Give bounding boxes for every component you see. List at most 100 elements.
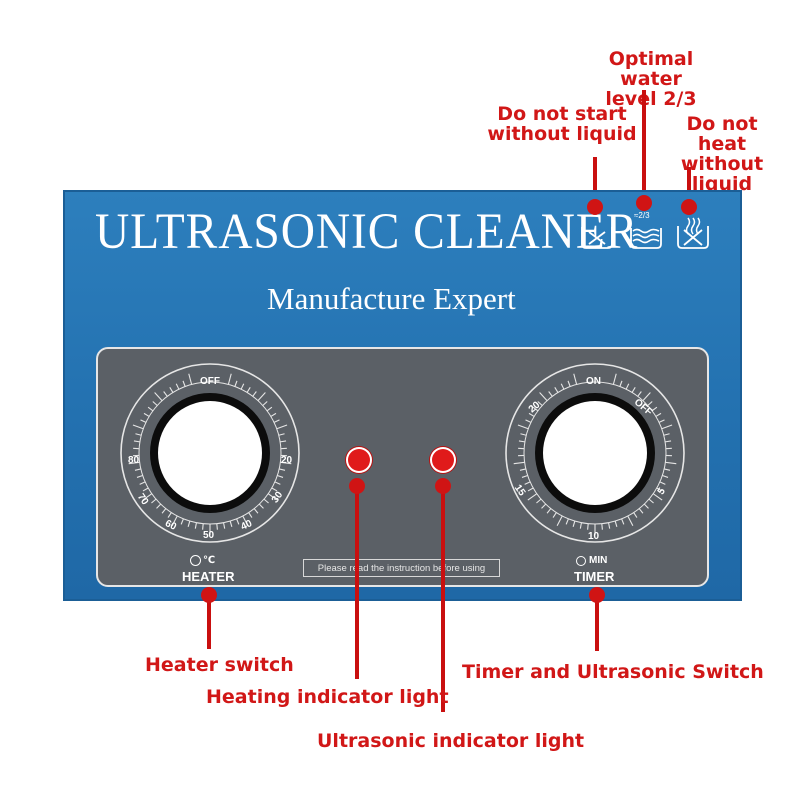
- dial-tick: [648, 498, 654, 504]
- dial-tick: [567, 380, 571, 387]
- dial-tick: [163, 391, 168, 397]
- dial-tick: [541, 503, 547, 509]
- dial-tick: [631, 387, 636, 393]
- timer-unit: MIN: [589, 555, 608, 566]
- dial-tick: [665, 461, 677, 465]
- dial-tick: [587, 523, 589, 530]
- heater-unit: ℃: [203, 555, 216, 566]
- dial-tick: [188, 373, 193, 385]
- leader-line-timer-switch: [595, 597, 599, 651]
- dial-tick: [519, 468, 526, 471]
- dial-tick: [664, 468, 671, 471]
- dial-tick: [621, 518, 625, 525]
- dial-tick: [579, 522, 582, 529]
- dial-tick: [156, 503, 162, 509]
- dial-tick: [521, 475, 528, 478]
- dial-tick: [517, 424, 529, 430]
- dial-tick: [267, 493, 278, 501]
- dial-tick: [560, 383, 565, 390]
- dial-tick: [536, 498, 542, 504]
- dial-tick: [270, 412, 277, 417]
- dial-tick: [637, 391, 642, 397]
- dial-tick: [638, 508, 644, 514]
- dial-tick: [552, 512, 557, 518]
- leader-line-no-start: [593, 157, 597, 205]
- dial-tick: [573, 373, 578, 385]
- dial-tick: [182, 380, 186, 387]
- dial-tick: [135, 433, 142, 436]
- clock-icon: [576, 556, 586, 566]
- thermometer-icon: [190, 555, 201, 566]
- dial-tick: [565, 518, 569, 525]
- dial-tick: [524, 481, 531, 485]
- dial-tick: [276, 424, 288, 430]
- dial-tick: [527, 493, 538, 501]
- callout-ultrasonic-indicator: Ultrasonic indicator light: [317, 730, 585, 752]
- dial-tick: [151, 498, 157, 504]
- dial-tick: [277, 475, 284, 478]
- water-level-text: ≈2/3: [634, 211, 650, 220]
- heater-dial-scale: [120, 363, 300, 543]
- dial-tick: [140, 419, 147, 423]
- dial-tick: [139, 481, 146, 485]
- dial-tick: [546, 508, 552, 514]
- dial-tick: [171, 515, 178, 526]
- timer-label: TIMER: [574, 569, 615, 584]
- dial-tick: [152, 401, 158, 406]
- dial-tick: [527, 487, 534, 492]
- dial-tick: [633, 512, 638, 518]
- timer-knob[interactable]: [546, 404, 644, 502]
- dial-tick: [248, 512, 253, 518]
- dial-tick: [132, 424, 144, 430]
- dial-tick: [520, 433, 527, 436]
- dial-tick: [614, 520, 618, 527]
- dial-tick: [655, 412, 662, 417]
- dial-tick: [627, 515, 634, 526]
- callout-heater-switch: Heater switch: [145, 654, 294, 676]
- dial-tick: [234, 380, 238, 387]
- no-heat-dry-icon: [677, 217, 709, 249]
- heater-scale-50: 50: [203, 530, 215, 541]
- dial-tick: [253, 508, 259, 514]
- dial-tick: [216, 523, 218, 530]
- instruction-notice: Please read the instruction before using: [303, 559, 500, 577]
- dial-tick: [518, 440, 525, 443]
- dial-tick: [642, 392, 651, 402]
- dial-tick: [133, 440, 140, 443]
- panel-subtitle: Manufacture Expert: [267, 281, 516, 316]
- dial-tick: [625, 383, 630, 390]
- marker-dot-timer-switch: [589, 587, 605, 603]
- water-level-icon: [630, 228, 662, 249]
- heating-indicator-light: [346, 447, 372, 473]
- panel-title: ULTRASONIC CLEANER: [95, 204, 639, 260]
- dial-tick: [548, 391, 553, 397]
- marker-dot-heating-light: [349, 478, 365, 494]
- marker-dot-heater-switch: [201, 587, 217, 603]
- dial-tick: [661, 424, 673, 430]
- dial-tick: [242, 515, 249, 526]
- dial-tick: [601, 523, 603, 530]
- dial-tick: [525, 419, 532, 423]
- leader-line-heater-switch: [207, 597, 211, 649]
- leader-line-ultrasonic-light: [441, 486, 445, 712]
- dial-tick: [194, 522, 197, 529]
- heater-scale-off: OFF: [200, 376, 220, 387]
- dial-tick: [619, 380, 623, 387]
- dial-tick: [136, 475, 143, 478]
- dial-tick: [279, 468, 286, 471]
- dial-tick: [528, 412, 535, 417]
- leader-line-no-heat: [687, 167, 691, 205]
- dial-tick: [271, 487, 278, 492]
- dial-tick: [662, 475, 669, 478]
- dial-tick: [154, 392, 163, 402]
- heater-scale-20: 20: [281, 455, 293, 466]
- heater-knob[interactable]: [161, 404, 259, 502]
- dial-tick: [128, 461, 140, 465]
- dial-tick: [236, 518, 240, 525]
- dial-tick: [663, 433, 670, 436]
- marker-dot-ultrasonic-light: [435, 478, 451, 494]
- dial-tick: [280, 440, 287, 443]
- dial-tick: [143, 412, 150, 417]
- dial-tick: [643, 503, 649, 509]
- dial-tick: [278, 433, 285, 436]
